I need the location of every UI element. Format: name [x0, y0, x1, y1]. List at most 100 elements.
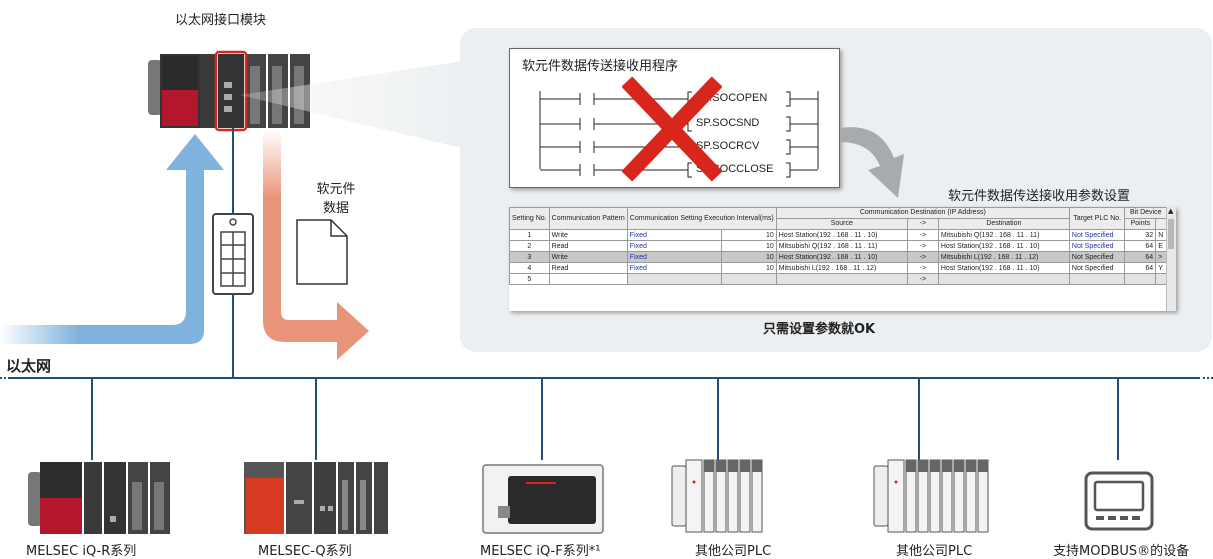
- header-extra: [1155, 218, 1167, 230]
- cell-fixed[interactable]: Fixed: [626, 251, 723, 263]
- cell-pattern[interactable]: Write: [548, 251, 628, 263]
- orange-arrow-icon: [263, 130, 369, 360]
- param-table-panel: Setting No. Communication Pattern Commun…: [509, 207, 1176, 311]
- header-setting-no: Setting No.: [509, 207, 550, 230]
- q-plc-icon: [244, 462, 388, 534]
- device-data-label: 软元件 数据: [298, 178, 374, 216]
- cell-destination[interactable]: Host Station(192 . 168 . 11 . 10): [937, 262, 1070, 274]
- param-title: 软元件数据传送接收用参数设置: [948, 189, 1131, 204]
- cell-source[interactable]: Host Station(192 . 168 . 11 . 10): [775, 251, 908, 263]
- param-caption: 只需设置参数就OK: [763, 322, 876, 337]
- device-label: MELSEC iQ-F系列*¹: [480, 544, 601, 559]
- cell-source[interactable]: Host Station(192 . 168 . 11 . 10): [775, 229, 908, 241]
- scroll-up-icon[interactable]: ▲: [1168, 207, 1174, 215]
- cell-pattern[interactable]: Write: [548, 229, 628, 241]
- cell-pattern[interactable]: [548, 273, 628, 285]
- header-destination: Destination: [937, 218, 1070, 230]
- cell-destination[interactable]: Mitsubishi L(192 . 168 . 11 . 12): [937, 251, 1070, 263]
- cell-no: 2: [509, 240, 550, 252]
- network-line-left-dots: [0, 377, 10, 379]
- table-row[interactable]: 4 Read Fixed 10 Mitsubishi L(192 . 168 .…: [509, 262, 1167, 274]
- cell-arrow: ->: [906, 229, 939, 241]
- cell-fixed[interactable]: Fixed: [626, 262, 723, 274]
- drop-line: [717, 378, 719, 460]
- cell-points[interactable]: 32: [1124, 229, 1157, 241]
- drop-line: [541, 378, 543, 460]
- header-interval: Communication Setting Execution Interval…: [626, 207, 777, 230]
- cell-target[interactable]: Not Specified: [1068, 251, 1126, 263]
- cell-destination[interactable]: [937, 273, 1070, 285]
- cell-arrow: ->: [906, 273, 939, 285]
- device-data-label-line2: 数据: [322, 201, 349, 216]
- cell-no: 3: [509, 251, 550, 263]
- device-label: 支持MODBUS®的设备: [1053, 544, 1190, 559]
- cell-interval[interactable]: 10: [721, 262, 777, 274]
- cell-interval[interactable]: 10: [721, 229, 777, 241]
- cell-arrow: ->: [906, 251, 939, 263]
- table-row[interactable]: 1 Write Fixed 10 Host Station(192 . 168 …: [509, 229, 1167, 241]
- cell-source[interactable]: Mitsubishi L(192 . 168 . 11 . 12): [775, 262, 908, 274]
- other-plc-icon: [873, 459, 989, 533]
- network-line: [10, 377, 1198, 379]
- device-label: 其他公司PLC: [695, 544, 772, 559]
- cell-no: 4: [509, 262, 550, 274]
- device-label: 其他公司PLC: [896, 544, 973, 559]
- cell-interval[interactable]: [721, 273, 777, 285]
- table-row[interactable]: 2 Read Fixed 10 Mitsubishi Q(192 . 168 .…: [509, 240, 1167, 252]
- cell-target[interactable]: Not Specified: [1068, 262, 1126, 274]
- param-table: Setting No. Communication Pattern Commun…: [509, 207, 1167, 285]
- cell-target[interactable]: Not Specified: [1068, 229, 1126, 241]
- cell-points[interactable]: [1124, 273, 1157, 285]
- blue-arrow-icon: [0, 134, 224, 344]
- device-label: MELSEC iQ-R系列: [26, 544, 137, 559]
- network-line-right-dots: [1198, 377, 1213, 379]
- header-target: Target PLC No.: [1068, 207, 1126, 230]
- scrollbar-thumb[interactable]: [1168, 219, 1174, 249]
- header-bit-device: Bit Device: [1124, 207, 1167, 219]
- cell-arrow: ->: [906, 262, 939, 274]
- other-plc-icon: [671, 459, 763, 533]
- cell-no: 5: [509, 273, 550, 285]
- cell-target[interactable]: Not Specified: [1068, 240, 1126, 252]
- table-row-selected[interactable]: 3 Write Fixed 10 Host Station(192 . 168 …: [509, 251, 1167, 263]
- cell-source[interactable]: [775, 273, 908, 285]
- instruction-receive: SP.SOCRCV: [696, 140, 760, 152]
- document-icon: [296, 219, 348, 285]
- iq-r-plc-icon: [28, 462, 170, 534]
- table-scrollbar[interactable]: ▲: [1166, 207, 1176, 311]
- header-dest-group: Communication Destination (IP Address): [775, 207, 1070, 219]
- cell-points[interactable]: 64: [1124, 262, 1157, 274]
- network-label: 以太网: [6, 357, 52, 375]
- cell-interval[interactable]: 10: [721, 240, 777, 252]
- cell-extra: N: [1155, 229, 1167, 241]
- instruction-send: SP.SOCSND: [696, 117, 760, 129]
- cell-no: 1: [509, 229, 550, 241]
- cell-fixed[interactable]: Fixed: [626, 240, 723, 252]
- cell-interval[interactable]: 10: [721, 251, 777, 263]
- cell-points[interactable]: 64: [1124, 240, 1157, 252]
- cell-arrow: ->: [906, 240, 939, 252]
- drop-line: [918, 378, 920, 460]
- cell-pattern[interactable]: Read: [548, 262, 628, 274]
- cell-fixed[interactable]: Fixed: [626, 229, 723, 241]
- module-label: 以太网接口模块: [175, 13, 267, 28]
- drop-line: [315, 378, 317, 460]
- header-arrow: ->: [906, 218, 939, 230]
- ethernet-hub-icon: [212, 213, 254, 295]
- cell-fixed[interactable]: [626, 273, 723, 285]
- cell-pattern[interactable]: Read: [548, 240, 628, 252]
- device-label: MELSEC-Q系列: [258, 544, 352, 559]
- cell-extra: >: [1155, 251, 1167, 263]
- cell-source[interactable]: Mitsubishi Q(192 . 168 . 11 . 11): [775, 240, 908, 252]
- cell-points[interactable]: 64: [1124, 251, 1157, 263]
- device-data-label-line1: 软元件: [316, 182, 356, 197]
- table-row[interactable]: 5 ->: [509, 273, 1167, 285]
- header-pattern: Communication Pattern: [548, 207, 628, 230]
- drop-line: [91, 378, 93, 460]
- cell-target[interactable]: [1068, 273, 1126, 285]
- cell-destination[interactable]: Mitsubishi Q(192 . 168 . 11 . 11): [937, 229, 1070, 241]
- cell-destination[interactable]: Host Station(192 . 168 . 11 . 10): [937, 240, 1070, 252]
- cell-extra: [1155, 273, 1167, 285]
- program-box: 软元件数据传送接收用程序 SP.SOCOPEN SP.SOCSND SP.SOC…: [509, 48, 840, 188]
